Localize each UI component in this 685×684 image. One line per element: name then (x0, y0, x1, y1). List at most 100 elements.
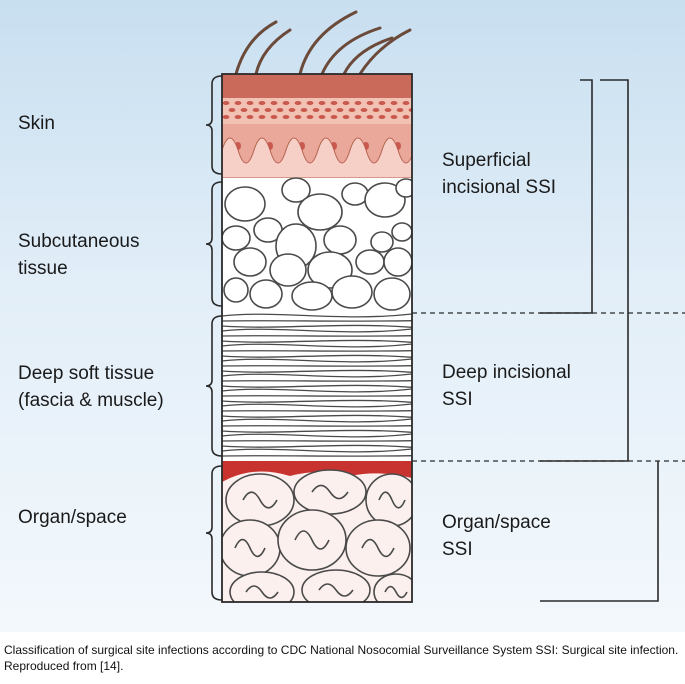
intestine-fold (234, 538, 266, 558)
superficial-bracket (540, 79, 593, 314)
intestine-fold (242, 491, 278, 509)
muscle-fiber (222, 399, 412, 403)
muscle-fiber (222, 354, 412, 358)
intestine-loop (229, 571, 295, 602)
ssi-label-superficial: Superficial incisional SSI (442, 150, 557, 198)
tissue-cross-section (205, 10, 685, 603)
skin-cell (234, 101, 242, 105)
skin-cell (384, 108, 392, 112)
skin-cell (294, 101, 302, 105)
fat-cell (281, 177, 311, 203)
skin-cell (246, 115, 254, 119)
skin-cell (300, 108, 308, 112)
fat-cell (364, 182, 406, 218)
intestine-loop (301, 569, 371, 602)
fat-cell (355, 249, 385, 275)
deep-bracket (540, 79, 629, 462)
muscle-fiber (222, 403, 412, 408)
fat-cell (323, 225, 357, 255)
intestine-fold (384, 585, 408, 599)
layer-label-organ-space: Organ/space (18, 507, 127, 528)
muscle-fiber (222, 418, 412, 423)
intestine-fold (245, 585, 279, 599)
skin-cell (228, 108, 236, 112)
intestine-fold (311, 484, 349, 500)
skin-cell (246, 101, 254, 105)
muscle-fiber (222, 388, 412, 393)
ssi-label-organ-space: Organ/space SSI (442, 512, 551, 560)
fat-cell (395, 178, 412, 198)
intestine-fold (318, 583, 354, 597)
hair (234, 10, 412, 76)
skin-cell (354, 115, 362, 119)
skin-cell (306, 115, 314, 119)
muscle-fiber (222, 358, 412, 363)
muscle-fiber (222, 369, 412, 373)
muscle-fiber (222, 328, 412, 333)
skin-cell (342, 101, 350, 105)
brace-organ (205, 465, 223, 601)
skin-cell (378, 101, 386, 105)
skin-cell (378, 115, 386, 119)
muscle-fiber (222, 414, 412, 418)
fat-cell (249, 279, 283, 309)
skin-cell (366, 101, 374, 105)
skin-cell (324, 108, 332, 112)
layer-label-skin: Skin (18, 113, 55, 134)
skin-cell (306, 101, 314, 105)
skin-cell (234, 115, 242, 119)
fat-cell (222, 225, 251, 251)
skin-cell (396, 108, 404, 112)
skin-cell (252, 108, 260, 112)
figure-caption: Classification of surgical site infectio… (4, 643, 679, 673)
skin-cell (318, 115, 326, 119)
skin-cell (402, 115, 410, 119)
skin-cell (240, 108, 248, 112)
skin-cell (312, 108, 320, 112)
skin-cell (258, 115, 266, 119)
muscle-fiber (222, 433, 412, 438)
fat-cell (373, 277, 411, 311)
skin-cell (342, 115, 350, 119)
skin-cell (390, 101, 398, 105)
skin-cell (390, 115, 398, 119)
intestine-fold (361, 538, 395, 558)
skin-layer (222, 74, 412, 179)
muscle-fiber (222, 429, 412, 433)
skin-cell (366, 115, 374, 119)
fat-cell (269, 253, 307, 287)
skin-cell (282, 115, 290, 119)
fat-cell (391, 222, 412, 242)
skin-cell (372, 108, 380, 112)
skin-cell (288, 108, 296, 112)
layer-braces (205, 75, 223, 601)
intestine-fold (378, 491, 406, 509)
muscle-fiber (222, 448, 412, 453)
brace-skin (205, 75, 223, 175)
brace-subcutaneous (205, 181, 223, 307)
muscle-fiber (222, 313, 412, 318)
skin-cell (402, 101, 410, 105)
brace-deep (205, 315, 223, 457)
ssi-label-deep: Deep incisional SSI (442, 362, 571, 410)
fat-cell (370, 231, 394, 253)
intestine-fold (294, 530, 330, 550)
organ-space-layer (222, 461, 412, 602)
skin-cell (258, 101, 266, 105)
organ-space-bracket (540, 461, 659, 602)
ssi-brackets (540, 79, 659, 602)
ssi-classification-diagram: Skin Subcutaneous tissue Deep soft tissu… (0, 0, 685, 632)
fat-cell (233, 247, 267, 277)
skin-cell (354, 101, 362, 105)
muscle-fiber (222, 373, 412, 378)
deep-soft-tissue-layer (222, 311, 412, 461)
skin-cell (336, 108, 344, 112)
muscle-fiber (222, 324, 412, 328)
skin-cell (360, 108, 368, 112)
skin-cell (270, 101, 278, 105)
fat-cell (224, 186, 266, 222)
muscle-fiber (222, 444, 412, 448)
skin-cell (318, 101, 326, 105)
skin-cell (222, 115, 230, 119)
skin-cell (264, 108, 272, 112)
